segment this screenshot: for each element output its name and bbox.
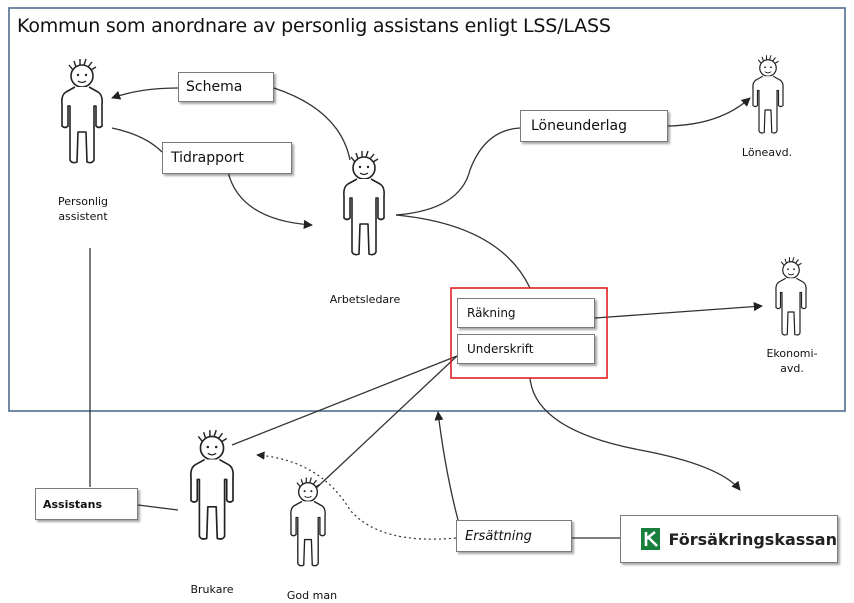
- person-icon-brukare: [189, 429, 235, 540]
- person-icon-ekonomiavd: [775, 256, 807, 336]
- brukare-label: Brukare: [190, 583, 234, 596]
- loneunderlag-label: Löneunderlag: [531, 118, 627, 134]
- person-icon-personlig-assistent: [61, 58, 103, 164]
- personlig-assistent-line-1: Personlig: [57, 195, 109, 208]
- arrow-ersattning-to-kommun: [434, 411, 459, 521]
- god-man-label: God man: [286, 589, 338, 602]
- arbetsledare-label: Arbetsledare: [329, 293, 401, 306]
- municipality-frame: [8, 7, 846, 412]
- schema-label: Schema: [186, 79, 243, 95]
- line-arbetsledare-rakning: [395, 214, 531, 289]
- page-title: Kommun som anordnare av personlig assist…: [17, 15, 611, 37]
- rakning-box: Räkning: [457, 298, 595, 328]
- person-icon-god-man: [290, 476, 326, 567]
- arrow-schema-to-assistent: [111, 87, 179, 100]
- tidrapport-box: Tidrapport: [162, 142, 292, 174]
- arrow-to-forsakringskassan: [529, 377, 741, 491]
- arrow-to-ekonomiavd: [594, 302, 763, 319]
- highlight-frame: [450, 287, 608, 379]
- line-assistent-tidrapport: [111, 127, 163, 153]
- personlig-assistent-line-2: assistent: [58, 210, 108, 223]
- dotted-arrow-ersattning-to-brukare: [256, 451, 457, 540]
- assistans-box: Assistans: [35, 488, 138, 520]
- line-assistans-brukare: [137, 504, 179, 511]
- tidrapport-label: Tidrapport: [171, 150, 244, 166]
- underskrift-label: Underskrift: [467, 342, 534, 356]
- forsakringskassan-box: Försäkringskassan: [620, 515, 838, 563]
- line-underskrift-godman: [311, 355, 458, 493]
- ersattning-label: Ersättning: [465, 528, 532, 544]
- rakning-label: Räkning: [467, 306, 516, 320]
- ekonomiavd-line-2: avd.: [780, 362, 804, 375]
- ersattning-box: Ersättning: [456, 520, 572, 552]
- person-icon-loneavd: [752, 54, 784, 134]
- schema-box: Schema: [178, 72, 274, 102]
- arrow-to-loneavd: [667, 97, 751, 127]
- loneunderlag-box: Löneunderlag: [520, 110, 668, 142]
- forsakringskassan-label: Försäkringskassan: [668, 529, 837, 549]
- ekonomiavd-line-1: Ekonomi-: [766, 347, 818, 360]
- line-underskrift-brukare: [231, 355, 458, 446]
- forsakringskassan-logo-icon: [641, 528, 661, 550]
- loneavd-label: Löneavd.: [741, 146, 793, 159]
- assistans-label: Assistans: [43, 497, 102, 511]
- underskrift-box: Underskrift: [457, 334, 595, 364]
- ekonomiavd-label: Ekonomi- avd.: [750, 346, 834, 376]
- personlig-assistent-label: Personlig assistent: [40, 194, 126, 224]
- arrow-tidrapport-to-arbetsledare: [227, 171, 313, 229]
- person-icon-arbetsledare: [343, 150, 385, 256]
- line-arbetsledare-schema: [273, 87, 351, 161]
- line-arbetsledare-loneunderlag: [395, 127, 521, 216]
